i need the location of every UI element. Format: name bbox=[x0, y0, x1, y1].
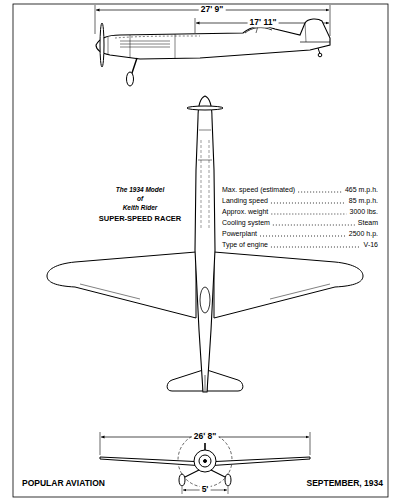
title-line: of bbox=[137, 195, 143, 202]
side-view-stroke bbox=[318, 53, 322, 57]
title-line: SUPER-SPEED RACER bbox=[99, 215, 182, 223]
front-view-stroke bbox=[204, 443, 206, 450]
side-view-stroke bbox=[108, 34, 175, 59]
plan-view-stroke bbox=[47, 252, 196, 318]
dimension-label: 5' bbox=[200, 485, 211, 494]
front-view-stroke bbox=[100, 432, 101, 455]
spec-name: Approx. weight bbox=[222, 208, 268, 216]
front-view-stroke bbox=[310, 432, 311, 455]
issue-date: SEPTEMBER, 1934 bbox=[306, 479, 383, 488]
spec-name: Type of engine bbox=[222, 241, 268, 249]
spec-value: 465 m.p.h. bbox=[345, 186, 378, 194]
front-view-stroke bbox=[211, 470, 227, 478]
title-line: The 1934 Model bbox=[116, 186, 164, 193]
side-view-stroke bbox=[96, 19, 330, 59]
plan-view-stroke bbox=[195, 96, 215, 392]
side-view bbox=[95, 5, 330, 86]
plan-view-stroke bbox=[207, 370, 243, 391]
spec-name: Powerplant bbox=[222, 230, 257, 238]
dot-leader bbox=[271, 247, 361, 248]
spec-name: Landing speed bbox=[222, 197, 268, 205]
dimension-label: 27' 9" bbox=[199, 5, 226, 14]
dot-leader bbox=[273, 225, 355, 226]
front-view-stroke bbox=[183, 470, 199, 478]
dimension-label: 26' 8" bbox=[192, 432, 219, 441]
spec-value: 3000 lbs. bbox=[350, 208, 378, 216]
spec-value: Steam bbox=[358, 219, 378, 227]
dot-leader bbox=[260, 236, 346, 237]
plan-view-stroke bbox=[187, 106, 223, 110]
side-view-stroke bbox=[100, 23, 104, 67]
front-view-stroke bbox=[204, 460, 207, 463]
plan-view-stroke bbox=[205, 375, 206, 392]
spec-value: V-16 bbox=[364, 241, 378, 249]
side-view-stroke bbox=[120, 41, 170, 47]
dot-leader bbox=[271, 203, 346, 204]
dot-leader bbox=[298, 192, 342, 193]
dimension-label: 17' 11" bbox=[248, 18, 279, 27]
side-view-stroke bbox=[115, 36, 200, 38]
front-view-stroke bbox=[179, 474, 185, 486]
sheet-border bbox=[13, 4, 388, 497]
plan-view-stroke bbox=[198, 130, 212, 160]
spec-value: 85 m.p.h. bbox=[349, 197, 378, 205]
title-line: Keith Rider bbox=[123, 204, 158, 211]
side-view-stroke bbox=[305, 23, 306, 42]
magazine-name: POPULAR AVIATION bbox=[22, 479, 105, 488]
side-view-stroke bbox=[300, 42, 330, 43]
side-view-stroke bbox=[195, 18, 196, 33]
side-view-stroke bbox=[127, 72, 134, 86]
spec-name: Cooling system bbox=[222, 219, 270, 227]
plan-view-stroke bbox=[167, 370, 203, 391]
front-view-stroke bbox=[178, 433, 232, 487]
plan-view-stroke bbox=[201, 140, 209, 230]
spec-name: Max. speed (estimated) bbox=[222, 186, 295, 194]
spec-value: 2500 h.p. bbox=[349, 230, 378, 238]
dot-leader bbox=[271, 214, 346, 215]
side-view-stroke bbox=[330, 5, 331, 36]
front-view-stroke bbox=[228, 487, 229, 494]
front-view bbox=[100, 432, 310, 494]
front-view-stroke bbox=[225, 474, 231, 486]
front-view-stroke bbox=[194, 450, 216, 472]
side-view-stroke bbox=[245, 28, 272, 33]
front-view-stroke bbox=[182, 487, 183, 494]
plan-view bbox=[47, 96, 363, 392]
plan-view-stroke bbox=[200, 287, 210, 313]
front-view-stroke bbox=[199, 455, 211, 467]
side-view-stroke bbox=[95, 5, 96, 34]
plan-view-stroke bbox=[214, 252, 363, 318]
